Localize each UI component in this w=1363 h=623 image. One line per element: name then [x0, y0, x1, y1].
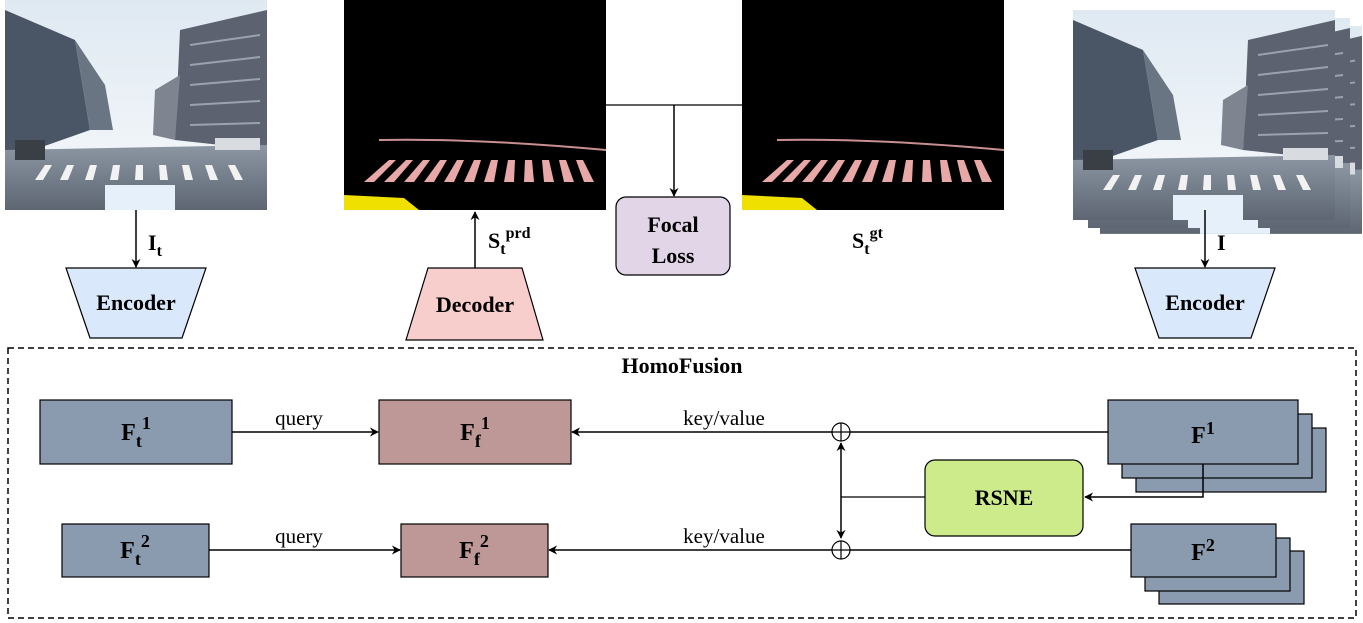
kv-label-row2: key/value	[683, 524, 765, 548]
fused-feature-ff2: Ff2	[400, 523, 549, 578]
query-label-row1: query	[275, 406, 323, 430]
prediction-label: Stprd	[488, 225, 531, 258]
rsne-box: RSNE	[924, 459, 1084, 537]
input-image-sequence	[1072, 9, 1363, 235]
encoder-left-label: Encoder	[96, 290, 176, 315]
focal-loss-line2: Loss	[652, 243, 695, 268]
input-label-it: It	[148, 230, 163, 260]
predicted-segmentation-map	[343, 0, 607, 211]
feature-ft1: Ft1	[39, 399, 233, 465]
rsne-label: RSNE	[975, 485, 1034, 510]
input-image-current	[4, 0, 268, 211]
svg-text:Ft2: Ft2	[120, 531, 150, 569]
sequence-input-label: I	[1217, 230, 1226, 255]
ground-truth-segmentation-map	[741, 0, 1005, 211]
svg-text:F2: F2	[1191, 535, 1215, 566]
focal-loss-line1: Focal	[647, 212, 698, 237]
encoder-right: Encoder	[1134, 267, 1276, 339]
svg-text:F1: F1	[1191, 418, 1215, 449]
query-label-row2: query	[275, 524, 323, 548]
fused-feature-ff1: Ff1	[378, 399, 572, 465]
encoder-right-label: Encoder	[1165, 290, 1245, 315]
encoder-left: Encoder	[65, 267, 207, 339]
sum-node-row2	[831, 540, 851, 560]
focal-loss-box: Focal Loss	[615, 196, 731, 276]
sum-node-row1	[831, 422, 851, 442]
homofusion-module	[7, 347, 1357, 619]
homofusion-title: HomoFusion	[621, 353, 742, 378]
ground-truth-label: Stgt	[852, 225, 884, 258]
svg-text:Ft1: Ft1	[121, 413, 151, 451]
kv-label-row1: key/value	[683, 406, 765, 430]
feature-stack-f2: F2	[1130, 523, 1305, 605]
feature-stack-f1: F1	[1107, 399, 1327, 493]
decoder: Decoder	[405, 267, 544, 341]
feature-ft2: Ft2	[61, 523, 210, 578]
svg-text:Ff2: Ff2	[459, 531, 489, 569]
svg-text:Ff1: Ff1	[460, 413, 490, 451]
decoder-label: Decoder	[436, 292, 514, 317]
arrow-f1-to-rsne	[1084, 464, 1204, 502]
